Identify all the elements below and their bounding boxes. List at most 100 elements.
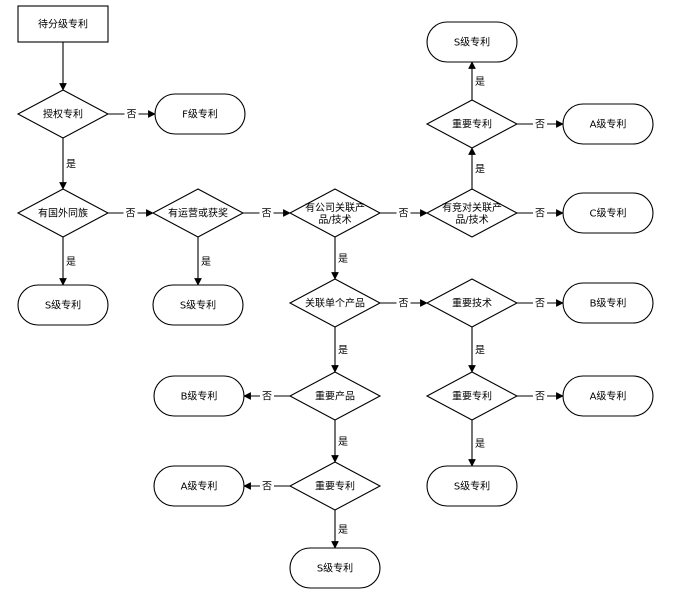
decision-node-d-foreign: 有国外同族: [16, 188, 110, 238]
result-shape: [562, 282, 654, 324]
result-node-r-a2: A级专利: [562, 375, 654, 417]
result-node-r-a-top: A级专利: [562, 103, 654, 145]
decision-node-d-company: 有公司关联产品/技术: [288, 188, 382, 238]
node-label: 重要专利: [315, 480, 355, 493]
node-label: S级专利: [317, 562, 353, 575]
result-node-r-s1: S级专利: [17, 284, 109, 326]
result-shape: [153, 465, 245, 507]
edge-label-no: 否: [126, 208, 136, 220]
result-node-r-s3: S级专利: [289, 547, 381, 589]
result-shape: [153, 375, 245, 417]
decision-node-d-imp-r: 重要专利: [425, 371, 519, 421]
start-node-start: 待分级专利: [17, 5, 109, 43]
edge-label-yes: 是: [475, 164, 485, 176]
decision-node-d-imp-top: 重要专利: [425, 99, 519, 149]
edge-label-yes: 是: [66, 159, 76, 171]
decision-shape: [425, 99, 519, 149]
node-label: 待分级专利: [38, 18, 88, 31]
decision-shape: [151, 188, 245, 238]
edge-label-backing: [124, 108, 139, 120]
decision-node-d-compet: 有竞对关联产品/技术: [425, 188, 519, 238]
decision-node-d-award: 有运营或获奖: [151, 188, 245, 238]
node-label: 重要专利: [452, 390, 492, 403]
edge-label-no: 否: [262, 208, 272, 220]
result-shape: [562, 192, 654, 234]
edge-label-backing: [396, 207, 411, 219]
edge-label-no: 否: [535, 298, 545, 310]
node-label: 重要专利: [452, 118, 492, 131]
node-label: S级专利: [454, 36, 490, 49]
edge-label-no: 否: [262, 481, 272, 493]
node-label: A级专利: [181, 480, 218, 493]
edge-label-no: 否: [127, 109, 137, 121]
decision-shape: [425, 188, 519, 238]
result-shape: [289, 547, 381, 589]
decision-shape: [16, 89, 110, 139]
result-shape: [426, 465, 518, 507]
result-shape: [562, 103, 654, 145]
decision-shape: [288, 371, 382, 421]
result-shape: [17, 284, 109, 326]
result-node-r-b2: B级专利: [562, 282, 654, 324]
edge-label-backing: [259, 207, 274, 219]
edge-label-yes: 是: [338, 345, 348, 357]
result-node-r-s2: S级专利: [152, 284, 244, 326]
edge-label-yes: 是: [66, 256, 76, 268]
node-label: 有国外同族: [38, 207, 88, 220]
result-shape: [152, 284, 244, 326]
edge-label-backing: [533, 297, 547, 309]
edge-label-backing: [396, 297, 411, 309]
result-node-r-a1: A级专利: [153, 465, 245, 507]
edge-label-yes: 是: [338, 524, 348, 536]
result-node-r-f: F级专利: [154, 93, 246, 135]
node-label: S级专利: [45, 299, 81, 312]
edge-label-backing: [533, 207, 547, 219]
decision-node-d-tech: 重要技术: [425, 278, 519, 328]
edge-label-no: 否: [262, 391, 272, 403]
node-label: 有运营或获奖: [168, 207, 228, 220]
edge-label-yes: 是: [338, 253, 348, 265]
decision-node-d-single: 关联单个产品: [288, 278, 382, 328]
edge-label-backing: [260, 480, 274, 492]
result-node-r-c: C级专利: [562, 192, 654, 234]
edge-label-backing: [260, 390, 274, 402]
result-shape: [426, 21, 518, 63]
edge-label-no: 否: [535, 208, 545, 220]
node-label: F级专利: [182, 108, 218, 121]
result-node-r-s4: S级专利: [426, 465, 518, 507]
node-label: 有竞对关联产品/技术: [442, 201, 502, 226]
decision-shape: [16, 188, 110, 238]
edge-label-backing: [533, 118, 547, 130]
edge-label-backing: [533, 390, 547, 402]
edge-label-no: 否: [399, 298, 409, 310]
node-label: 关联单个产品: [305, 297, 365, 310]
edge-label-yes: 是: [475, 76, 485, 88]
decision-shape: [425, 371, 519, 421]
node-label: B级专利: [181, 390, 218, 403]
result-shape: [562, 375, 654, 417]
decision-shape: [288, 461, 382, 511]
decision-node-d-prod1: 重要产品: [288, 371, 382, 421]
decision-node-d-prod2: 重要专利: [288, 461, 382, 511]
decision-shape: [425, 278, 519, 328]
decision-shape: [288, 188, 382, 238]
node-label: A级专利: [590, 118, 627, 131]
edge-label-yes: 是: [475, 438, 485, 450]
edge-label-backing: [123, 207, 138, 219]
node-label: 授权专利: [43, 108, 83, 121]
node-label: 重要产品: [315, 390, 355, 403]
decision-shape: [288, 278, 382, 328]
result-node-r-s-top: S级专利: [426, 21, 518, 63]
edge-label-yes: 是: [201, 256, 211, 268]
decision-node-d-auth: 授权专利: [16, 89, 110, 139]
node-label: 重要技术: [452, 297, 492, 310]
node-label: C级专利: [590, 207, 627, 220]
edge-label-no: 否: [535, 391, 545, 403]
node-label: S级专利: [180, 299, 216, 312]
edge-label-no: 否: [535, 119, 545, 131]
start-shape: [17, 5, 109, 43]
edge-label-yes: 是: [475, 345, 485, 357]
result-node-r-b1: B级专利: [153, 375, 245, 417]
